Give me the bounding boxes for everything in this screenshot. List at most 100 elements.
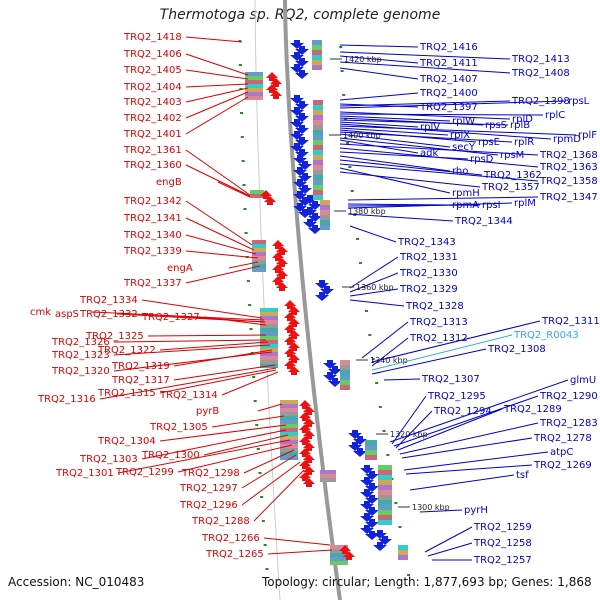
reverse-gene-arrow[interactable] bbox=[373, 530, 387, 539]
forward-gene-arrow[interactable] bbox=[288, 306, 300, 315]
left-gene-label[interactable]: TRQ2_1340 bbox=[123, 230, 182, 241]
right-gene-label[interactable]: TRQ2_1358 bbox=[539, 176, 598, 187]
gene-block[interactable] bbox=[280, 448, 298, 452]
gene-block[interactable] bbox=[260, 352, 278, 356]
gene-block[interactable] bbox=[312, 65, 322, 70]
gene-block[interactable] bbox=[260, 312, 278, 316]
left-gene-label[interactable]: TRQ2_1266 bbox=[201, 533, 260, 544]
reverse-gene-arrow[interactable] bbox=[315, 280, 329, 289]
gene-block[interactable] bbox=[340, 385, 350, 390]
gene-block[interactable] bbox=[320, 205, 330, 210]
right-gene-label[interactable]: TRQ2_1289 bbox=[503, 404, 562, 415]
forward-gene-arrow[interactable] bbox=[270, 90, 282, 99]
reverse-gene-arrow[interactable] bbox=[320, 286, 334, 295]
gene-block[interactable] bbox=[245, 92, 263, 96]
left-gene-label[interactable]: TRQ2_1323 bbox=[51, 350, 110, 361]
forward-gene-arrow[interactable] bbox=[276, 258, 288, 267]
forward-gene-arrow[interactable] bbox=[284, 348, 296, 357]
left-gene-label[interactable]: TRQ2_1304 bbox=[97, 436, 156, 447]
right-gene-label[interactable]: TRQ2_1294 bbox=[433, 406, 492, 417]
reverse-gene-arrow[interactable] bbox=[365, 471, 379, 480]
forward-gene-arrow[interactable] bbox=[266, 72, 278, 81]
forward-gene-arrow[interactable] bbox=[303, 454, 315, 463]
left-gene-label[interactable]: TRQ2_1296 bbox=[179, 500, 238, 511]
reverse-gene-arrow[interactable] bbox=[298, 185, 312, 194]
reverse-gene-arrow[interactable] bbox=[290, 131, 304, 140]
gene-block[interactable] bbox=[313, 180, 323, 185]
forward-gene-arrow[interactable] bbox=[299, 460, 311, 469]
forward-gene-arrow[interactable] bbox=[276, 246, 288, 255]
right-gene-label[interactable]: TRQ2_1416 bbox=[419, 42, 478, 53]
gene-block[interactable] bbox=[320, 200, 330, 205]
reverse-gene-arrow[interactable] bbox=[323, 360, 337, 369]
gene-block[interactable] bbox=[378, 470, 392, 475]
reverse-gene-arrow[interactable] bbox=[290, 107, 304, 116]
reverse-gene-arrow[interactable] bbox=[365, 531, 379, 540]
right-gene-label[interactable]: rplB bbox=[510, 120, 530, 131]
gene-block[interactable] bbox=[340, 370, 350, 375]
gene-block[interactable] bbox=[313, 110, 323, 115]
forward-gene-arrow[interactable] bbox=[299, 472, 311, 481]
forward-gene-arrow[interactable] bbox=[303, 478, 315, 487]
right-gene-label[interactable]: TRQ2_1307 bbox=[421, 374, 480, 385]
reverse-gene-arrow[interactable] bbox=[295, 70, 309, 79]
forward-gene-arrow[interactable] bbox=[299, 424, 311, 433]
forward-gene-arrow[interactable] bbox=[260, 190, 272, 199]
left-gene-label[interactable]: TRQ2_1334 bbox=[79, 295, 138, 306]
right-gene-label[interactable]: pyrH bbox=[464, 505, 488, 516]
right-gene-label[interactable]: rpsL bbox=[568, 96, 590, 107]
reverse-gene-arrow[interactable] bbox=[303, 195, 317, 204]
reverse-gene-arrow[interactable] bbox=[290, 52, 304, 61]
reverse-gene-arrow[interactable] bbox=[360, 501, 374, 510]
gene-block[interactable] bbox=[340, 375, 350, 380]
right-gene-label[interactable]: rpsI bbox=[482, 200, 501, 211]
reverse-gene-arrow[interactable] bbox=[308, 201, 322, 210]
gene-block[interactable] bbox=[280, 412, 298, 416]
reverse-gene-arrow[interactable] bbox=[290, 119, 304, 128]
left-gene-label[interactable]: TRQ2_1322 bbox=[97, 345, 156, 356]
gene-block[interactable] bbox=[312, 60, 322, 65]
gene-block[interactable] bbox=[320, 478, 336, 482]
forward-gene-arrow[interactable] bbox=[266, 84, 278, 93]
left-gene-label[interactable]: TRQ2_1265 bbox=[205, 549, 264, 560]
gene-block[interactable] bbox=[252, 252, 266, 256]
gene-block[interactable] bbox=[280, 416, 298, 420]
left-gene-label[interactable]: TRQ2_1401 bbox=[123, 129, 182, 140]
left-gene-label[interactable]: TRQ2_1341 bbox=[123, 213, 182, 224]
reverse-gene-arrow[interactable] bbox=[378, 536, 392, 545]
gene-block[interactable] bbox=[320, 210, 330, 215]
right-gene-label[interactable]: TRQ2_1368 bbox=[539, 150, 598, 161]
reverse-gene-arrow[interactable] bbox=[298, 209, 312, 218]
forward-gene-arrow[interactable] bbox=[276, 282, 288, 291]
forward-gene-arrow[interactable] bbox=[343, 551, 355, 560]
right-gene-label[interactable]: TRQ2_1411 bbox=[419, 58, 478, 69]
gene-block[interactable] bbox=[245, 96, 263, 100]
reverse-gene-arrow[interactable] bbox=[295, 149, 309, 158]
gene-block[interactable] bbox=[313, 190, 323, 195]
reverse-gene-arrow[interactable] bbox=[293, 203, 307, 212]
right-gene-label[interactable]: TRQ2_1357 bbox=[481, 182, 540, 193]
gene-block[interactable] bbox=[312, 50, 322, 55]
left-gene-label[interactable]: TRQ2_1301 bbox=[55, 468, 114, 479]
gene-block[interactable] bbox=[280, 436, 298, 440]
right-gene-label[interactable]: TRQ2_1347 bbox=[539, 192, 598, 203]
right-gene-label[interactable]: TRQ2_1343 bbox=[397, 237, 456, 248]
forward-gene-arrow[interactable] bbox=[303, 442, 315, 451]
gene-block[interactable] bbox=[252, 244, 266, 248]
gene-block[interactable] bbox=[260, 344, 278, 348]
left-gene-label[interactable]: TRQ2_1403 bbox=[123, 97, 182, 108]
right-gene-label[interactable]: rplF bbox=[578, 130, 597, 141]
right-gene-label[interactable]: rpsS bbox=[485, 120, 507, 131]
left-gene-label[interactable]: TRQ2_1404 bbox=[123, 82, 182, 93]
reverse-gene-arrow[interactable] bbox=[293, 155, 307, 164]
gene-block[interactable] bbox=[252, 260, 266, 264]
gene-block[interactable] bbox=[398, 550, 408, 555]
forward-gene-arrow[interactable] bbox=[272, 264, 284, 273]
left-gene-label[interactable]: TRQ2_1406 bbox=[123, 49, 182, 60]
gene-block[interactable] bbox=[280, 428, 298, 432]
right-gene-label[interactable]: TRQ2_1329 bbox=[399, 284, 458, 295]
left-gene-label[interactable]: engB bbox=[156, 177, 182, 188]
reverse-gene-arrow[interactable] bbox=[303, 219, 317, 228]
gene-block[interactable] bbox=[312, 45, 322, 50]
